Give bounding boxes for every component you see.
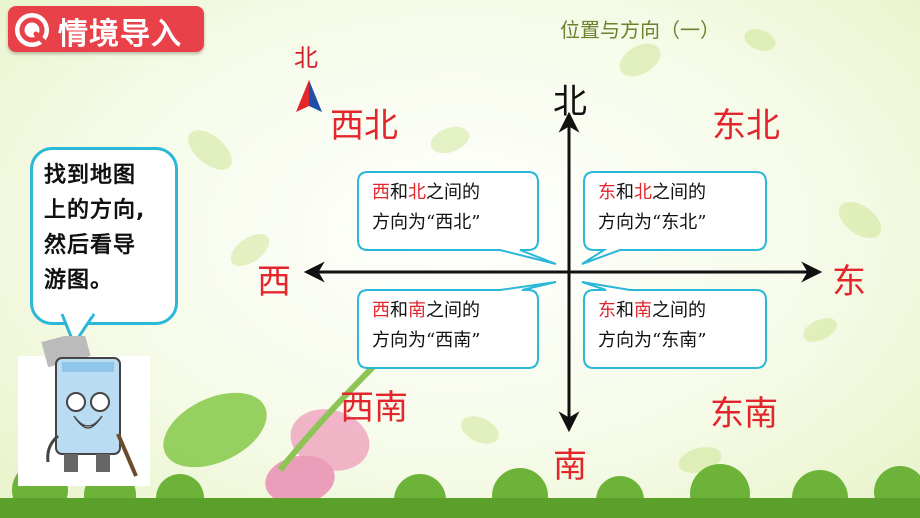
q-icon	[15, 13, 49, 47]
bubble-southeast: 东和南之间的 方向为“东南”	[598, 300, 707, 351]
label-southwest: 西南	[340, 388, 408, 428]
bubble-southwest: 西和南之间的 方向为“西南”	[372, 300, 481, 351]
bubble-northwest: 西和北之间的 方向为“西北”	[372, 182, 481, 233]
bubble-northeast: 东和北之间的 方向为“东北”	[598, 182, 707, 233]
label-northwest: 西北	[330, 106, 398, 146]
label-south: 南	[553, 446, 587, 486]
speech-text: 找到地图 上的方向, 然后看导 游图。	[44, 163, 146, 293]
book-character-illustration	[18, 336, 150, 486]
label-west: 西	[257, 262, 291, 302]
north-arrow-icon	[296, 80, 322, 112]
label-east: 东	[832, 262, 866, 302]
page-title: 情境导入	[58, 17, 182, 52]
label-southeast: 东南	[710, 394, 778, 434]
label-northeast: 东北	[712, 106, 780, 146]
label-north: 北	[553, 82, 587, 122]
compass-north-label: 北	[294, 44, 318, 72]
lesson-subtitle: 位置与方向（一）	[560, 18, 720, 42]
speech-bubble	[30, 147, 178, 325]
